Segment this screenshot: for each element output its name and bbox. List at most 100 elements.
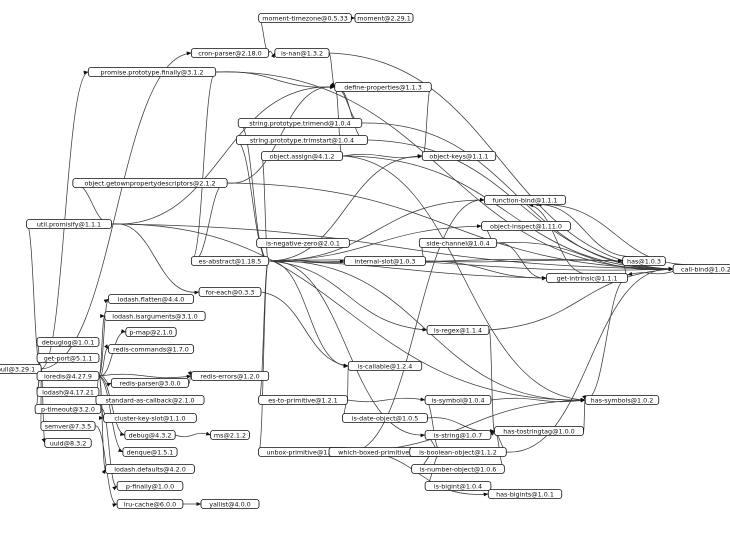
node-has: has@1.0.3 (622, 256, 666, 266)
node-p-map: p-map@2.1.0 (125, 327, 177, 337)
edge-internal-slot-to-has (425, 258, 623, 263)
node-label: internal-slot@1.0.3 (355, 257, 416, 265)
node-label: uuid@8.3.2 (50, 439, 87, 447)
node-bull: bull@3.29.1 (0, 364, 42, 374)
node-box (235, 135, 368, 145)
node-box (237, 118, 363, 128)
edge-ioredis-to-lodash-flatten (98, 298, 109, 377)
node-object-getownpropertydescriptors: object.getownpropertydescriptors@2.1.2 (72, 178, 228, 188)
edge-object-assign-to-object-keys (342, 153, 423, 159)
node-lodash: lodash@4.17.21 (36, 387, 100, 397)
node-object-inspect: object-inspect@1.11.0 (481, 221, 571, 231)
edge-object-assign-to-call-bind (342, 155, 674, 271)
node-has-bigints: has-bigints@1.0.1 (487, 489, 563, 499)
node-es-to-primitive: es-to-primitive@1.2.1 (258, 395, 348, 405)
node-label: ms@2.1.2 (214, 431, 246, 439)
node-label: redis-parser@3.0.0 (119, 379, 180, 387)
edge-ioredis-to-redis-parser (98, 375, 112, 387)
edge-call-bind-to-function-bind (536, 202, 695, 265)
node-label: get-port@5.1.1 (44, 354, 93, 362)
node-has-tostringtag: has-tostringtag@1.0.0 (494, 426, 584, 436)
edge-bull-to-cron-parser (41, 51, 192, 370)
node-box (95, 395, 205, 405)
node-debug: debug@4.3.2 (124, 430, 176, 440)
node-lodash-flatten: lodash.flatten@4.4.0 (108, 294, 194, 304)
node-has-symbols: has-symbols@1.0.2 (584, 395, 660, 405)
node-label: debug@4.3.2 (129, 431, 172, 439)
node-box (354, 13, 414, 23)
edge-for-each-to-is-callable (260, 291, 349, 368)
node-box (87, 67, 217, 77)
edge-string-trimstart-to-define-properties (334, 83, 368, 141)
node-box (421, 151, 497, 161)
node-box (72, 178, 228, 188)
node-label: object-keys@1.1.1 (429, 152, 488, 160)
node-label: p-finally@1.0.0 (126, 482, 174, 490)
node-label: string.prototype.trimstart@1.0.4 (250, 136, 354, 144)
node-label: is-callable@1.2.4 (358, 362, 413, 370)
edge-is-regex-to-has-tostringtag (488, 329, 495, 436)
node-box (481, 221, 571, 231)
node-label: standard-as-callback@2.1.0 (105, 396, 194, 404)
node-is-bigint: is-bigint@1.0.4 (424, 481, 492, 491)
node-label: has-tostringtag@1.0.0 (503, 427, 575, 435)
node-box (125, 327, 177, 337)
node-box (122, 447, 178, 457)
node-box (116, 481, 184, 491)
node-label: is-date-object@1.0.5 (352, 414, 419, 422)
node-redis-commands: redis-commands@1.7.0 (108, 344, 194, 354)
node-label: promise.prototype.finally@3.1.2 (101, 68, 204, 76)
node-box (424, 395, 492, 405)
node-label: redis-commands@1.7.0 (113, 345, 189, 353)
node-box (36, 387, 100, 397)
node-label: is-negative-zero@2.0.1 (266, 239, 340, 247)
node-label: has-symbols@1.0.2 (591, 396, 654, 404)
edge-side-channel-to-call-bind (496, 241, 674, 272)
node-semver: semver@7.3.5 (40, 421, 96, 431)
node-box (344, 256, 426, 266)
node-label: object-inspect@1.11.0 (490, 222, 562, 230)
node-yallist: yallist@4.0.0 (200, 499, 260, 509)
edge-is-regex-to-call-bind (488, 267, 674, 331)
node-box (418, 238, 498, 248)
node-box (347, 361, 423, 371)
edge-object-getownpropertydescriptors-to-es-abstract (191, 182, 228, 265)
node-label: call-bind@1.0.2 (681, 265, 730, 273)
edge-ioredis-to-redis-errors (98, 373, 192, 379)
node-label: object.assign@4.1.2 (270, 152, 335, 160)
node-box (36, 371, 100, 381)
node-label: p-timeout@3.2.0 (41, 405, 95, 413)
edge-ioredis-to-lodash-isarguments (98, 314, 106, 377)
node-box (411, 464, 505, 474)
edge-es-to-primitive-to-is-callable (343, 364, 349, 401)
node-p-timeout: p-timeout@3.2.0 (34, 404, 102, 414)
edge-define-properties-to-object-keys (421, 86, 432, 161)
node-label: is-string@1.0.7 (434, 431, 482, 439)
node-box (190, 48, 270, 58)
node-debuglog: debuglog@1.0.1 (36, 337, 100, 347)
edge-is-date-object-to-has-tostringtag (427, 417, 495, 434)
node-label: is-boolean-object@1.1.2 (419, 448, 497, 456)
node-label: bull@3.29.1 (0, 365, 35, 373)
node-p-finally: p-finally@1.0.0 (116, 481, 184, 491)
node-label: has-bigints@1.0.1 (496, 490, 554, 498)
node-box (108, 294, 194, 304)
node-is-boolean-object: is-boolean-object@1.1.2 (409, 447, 507, 457)
node-string-trimend: string.prototype.trimend@1.0.4 (237, 118, 363, 128)
node-label: redis-errors@1.2.0 (200, 372, 259, 380)
node-label: lru-cache@6.0.0 (124, 500, 176, 508)
edge-is-boolean-object-to-call-bind (506, 266, 674, 453)
node-box (108, 344, 194, 354)
edge-redis-parser-to-redis-errors (187, 370, 192, 384)
node-label: lodash@4.17.21 (42, 388, 94, 396)
node-label: moment@2.29.1 (357, 14, 411, 22)
node-label: moment-timezone@0.5.33 (262, 14, 348, 22)
node-box (274, 48, 330, 58)
edge-ioredis-to-lodash-defaults (98, 375, 106, 474)
node-is-regex: is-regex@1.1.4 (426, 325, 490, 335)
edge-ioredis-to-debug (98, 375, 126, 436)
node-is-symbol: is-symbol@1.0.4 (424, 395, 492, 405)
node-box (110, 378, 190, 388)
